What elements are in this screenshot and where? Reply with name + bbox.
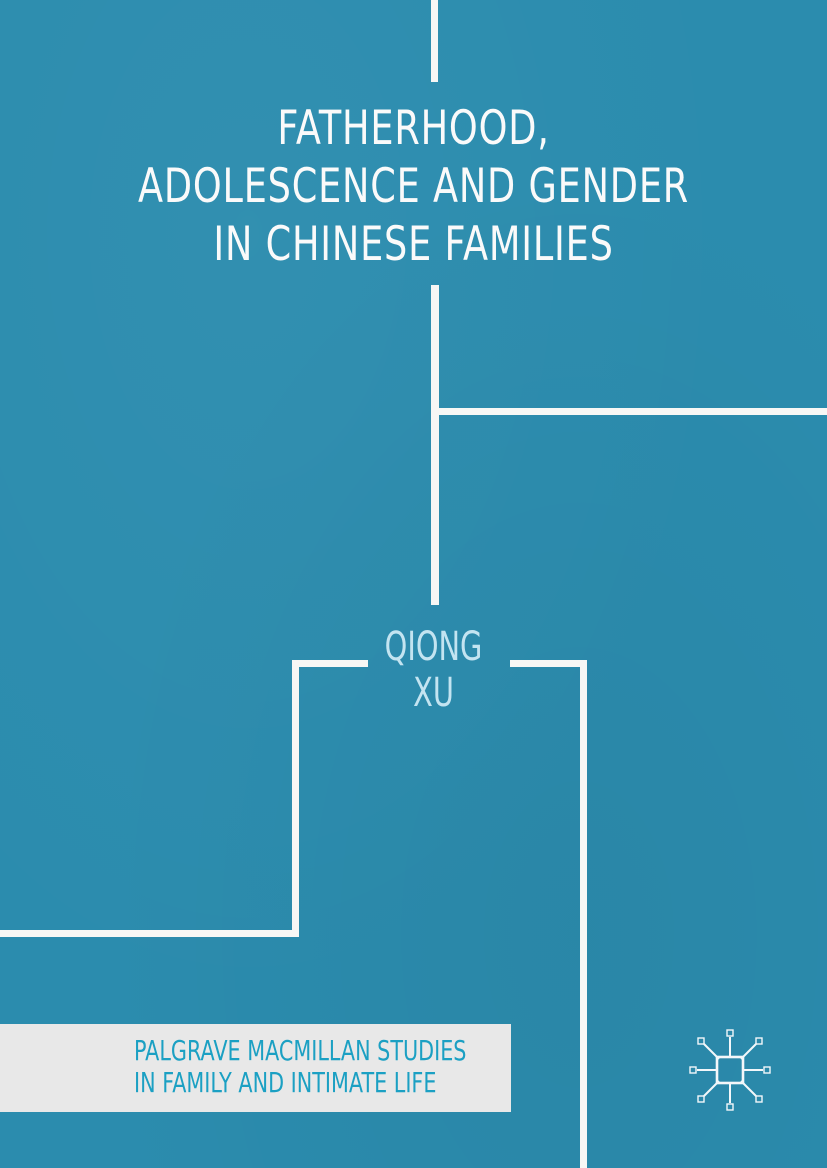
line-top-vertical — [431, 0, 438, 82]
line-right-bracket-vertical — [580, 660, 587, 1168]
line-right-bracket-top — [510, 660, 587, 667]
title-line-3: IN CHINESE FAMILIES — [213, 217, 614, 272]
line-right-horizontal — [431, 408, 827, 415]
book-author: QIONG XU — [121, 624, 745, 716]
line-left-horizontal — [0, 930, 299, 937]
series-band — [0, 1024, 511, 1112]
author-first-name: QIONG — [384, 624, 483, 670]
title-line-1: FATHERHOOD, — [277, 101, 550, 156]
series-line-2: IN FAMILY AND INTIMATE LIFE — [134, 1066, 437, 1099]
book-title: FATHERHOOD, ADOLESCENCE AND GENDER IN CH… — [91, 100, 736, 274]
line-center-vertical — [431, 285, 439, 605]
line-left-bracket-top — [292, 660, 368, 667]
palgrave-logo-icon — [689, 1029, 771, 1111]
series-line-1: PALGRAVE MACMILLAN STUDIES — [134, 1034, 467, 1067]
series-title: PALGRAVE MACMILLAN STUDIES IN FAMILY AND… — [134, 1035, 466, 1099]
line-left-bracket-vertical — [292, 660, 299, 937]
title-line-2: ADOLESCENCE AND GENDER — [137, 159, 690, 214]
author-last-name: XU — [413, 670, 454, 716]
